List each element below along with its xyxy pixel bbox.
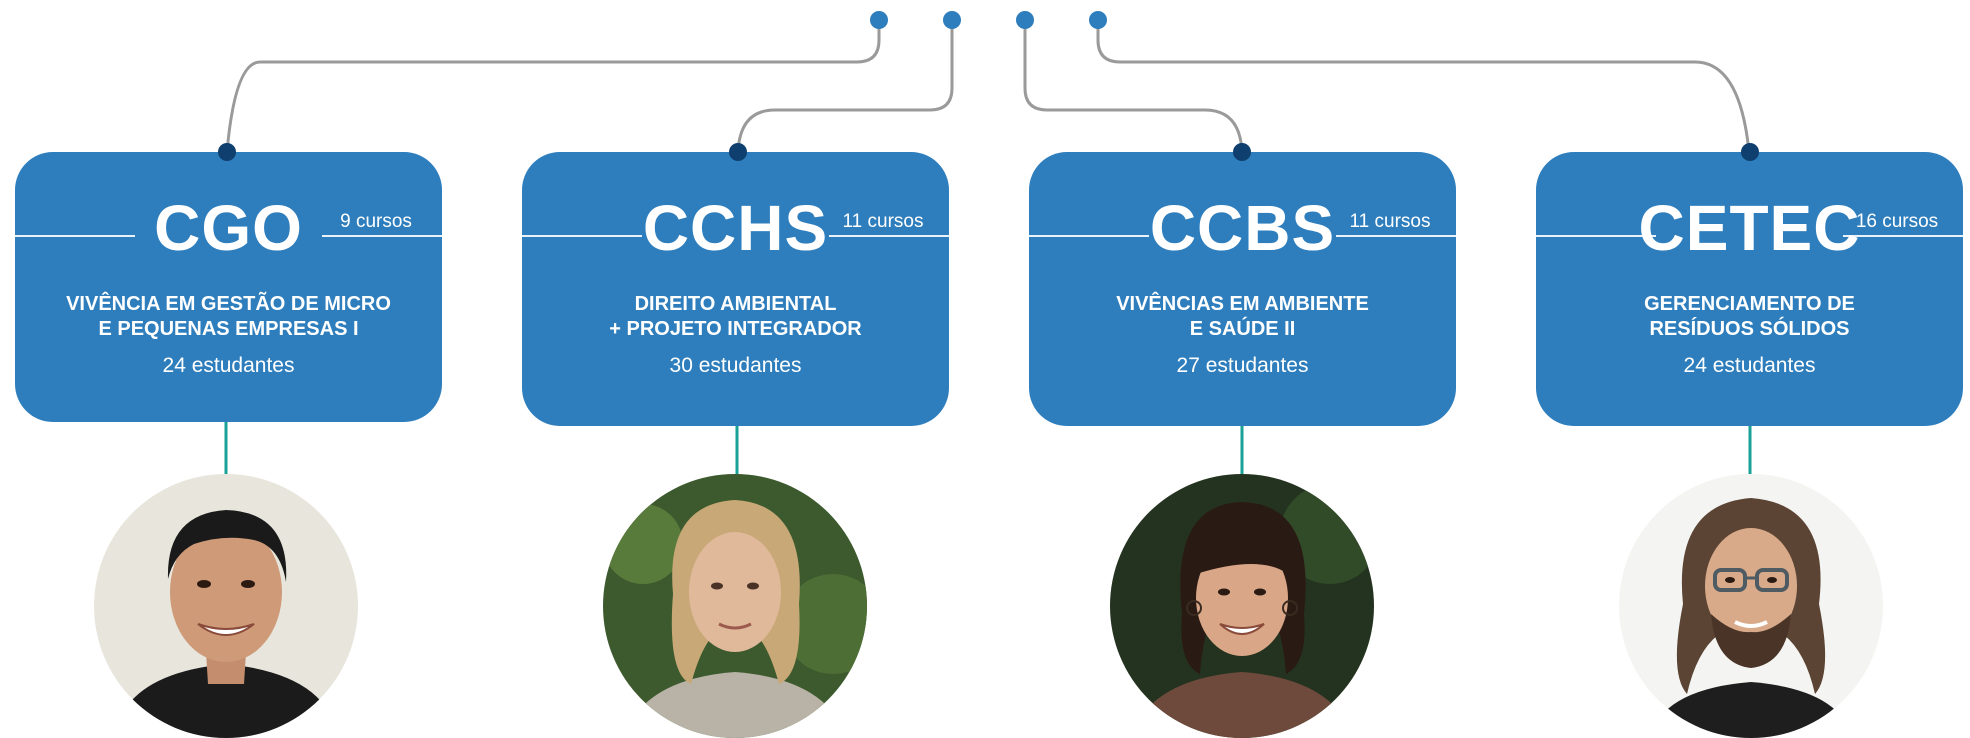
woman-blonde-hair-photo	[603, 474, 867, 738]
card-acronym: CGO	[154, 192, 303, 264]
card-acronym: CCHS	[642, 192, 829, 264]
card-cetec: CETEC 16 cursos GERENCIAMENTO DE RESÍDUO…	[1536, 152, 1963, 426]
woman-dark-hair-photo	[1110, 474, 1374, 738]
card-cgo: CGO 9 cursos VIVÊNCIA EM GESTÃO DE MICRO…	[15, 152, 442, 422]
card-rule-right	[322, 235, 442, 237]
card-course-count: 9 cursos	[340, 211, 412, 232]
card-subject: GERENCIAMENTO DE RESÍDUOS SÓLIDOS	[1644, 293, 1855, 340]
card-subject: VIVÊNCIAS EM AMBIENTE E SAÚDE II	[1116, 293, 1369, 340]
connector-cetec	[1096, 20, 1751, 153]
card-ccbs: CCBS 11 cursos VIVÊNCIAS EM AMBIENTE E S…	[1029, 152, 1456, 426]
card-course-count: 11 cursos	[1349, 211, 1431, 232]
card-course-count: 11 cursos	[842, 211, 924, 232]
card-student-count: 27 estudantes	[1176, 354, 1309, 377]
card-rule-right	[1843, 235, 1963, 237]
connector-cgo	[225, 20, 881, 153]
card-student-count: 24 estudantes	[162, 354, 295, 377]
card-rule-left	[1536, 235, 1656, 237]
card-student-count: 30 estudantes	[669, 354, 802, 377]
man-long-hair-glasses-photo	[1619, 474, 1883, 738]
card-subject: VIVÊNCIA EM GESTÃO DE MICRO E PEQUENAS E…	[66, 293, 391, 340]
card-rule-right	[829, 235, 949, 237]
card-acronym: CCBS	[1149, 192, 1336, 264]
card-acronym: CETEC	[1638, 192, 1861, 264]
card-student-count: 24 estudantes	[1683, 354, 1816, 377]
card-course-count: 16 cursos	[1855, 211, 1939, 232]
card-rule-left	[522, 235, 642, 237]
connector-cchs	[736, 20, 954, 153]
top-dot-3	[1016, 11, 1034, 29]
card-rule-right	[1336, 235, 1456, 237]
top-dot-2	[943, 11, 961, 29]
top-dot-1	[870, 11, 888, 29]
connector-ccbs	[1023, 20, 1244, 153]
card-cchs: CCHS 11 cursos DIREITO AMBIENTAL + PROJE…	[522, 152, 949, 426]
top-dot-4	[1089, 11, 1107, 29]
man-short-dark-hair-photo	[94, 474, 358, 738]
card-rule-left	[1029, 235, 1149, 237]
card-subject: DIREITO AMBIENTAL + PROJETO INTEGRADOR	[609, 293, 862, 340]
card-rule-left	[15, 235, 135, 237]
